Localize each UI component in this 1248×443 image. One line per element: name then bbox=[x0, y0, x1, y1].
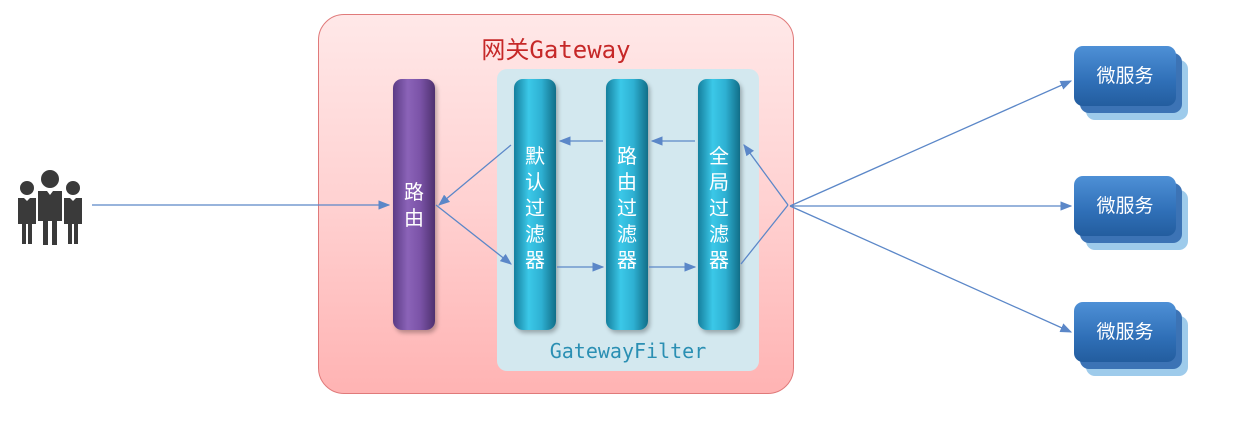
users-group-icon bbox=[18, 170, 82, 245]
global-filter-bar: 全 局 过 滤 器 bbox=[698, 79, 740, 330]
arrow-hub-to-service-3 bbox=[789, 205, 1073, 333]
default-filter-label: 默 认 过 滤 器 bbox=[525, 144, 545, 272]
arrow-global-to-hub bbox=[740, 204, 789, 265]
arrow-default-to-router bbox=[438, 144, 512, 206]
arrow-hub-to-service-1 bbox=[789, 80, 1073, 207]
arrow-hub-to-global bbox=[743, 144, 789, 206]
route-filter-label: 路 由 过 滤 器 bbox=[617, 144, 637, 272]
microservice-label: 微服务 bbox=[1074, 176, 1176, 236]
microservice-box: 微服务 bbox=[1074, 302, 1194, 376]
router-bar: 路 由 bbox=[393, 79, 435, 330]
global-filter-label: 全 局 过 滤 器 bbox=[709, 144, 729, 272]
route-filter-bar: 路 由 过 滤 器 bbox=[606, 79, 648, 330]
default-filter-bar: 默 认 过 滤 器 bbox=[514, 79, 556, 330]
microservice-box: 微服务 bbox=[1074, 176, 1194, 250]
arrow-router-to-default bbox=[435, 204, 512, 265]
microservice-label: 微服务 bbox=[1074, 46, 1176, 106]
gateway-filter-label: GatewayFilter bbox=[549, 339, 707, 363]
router-label: 路 由 bbox=[404, 180, 424, 230]
gateway-title: 网关Gateway bbox=[481, 36, 631, 64]
microservice-label: 微服务 bbox=[1074, 302, 1176, 362]
microservice-box: 微服务 bbox=[1074, 46, 1194, 120]
